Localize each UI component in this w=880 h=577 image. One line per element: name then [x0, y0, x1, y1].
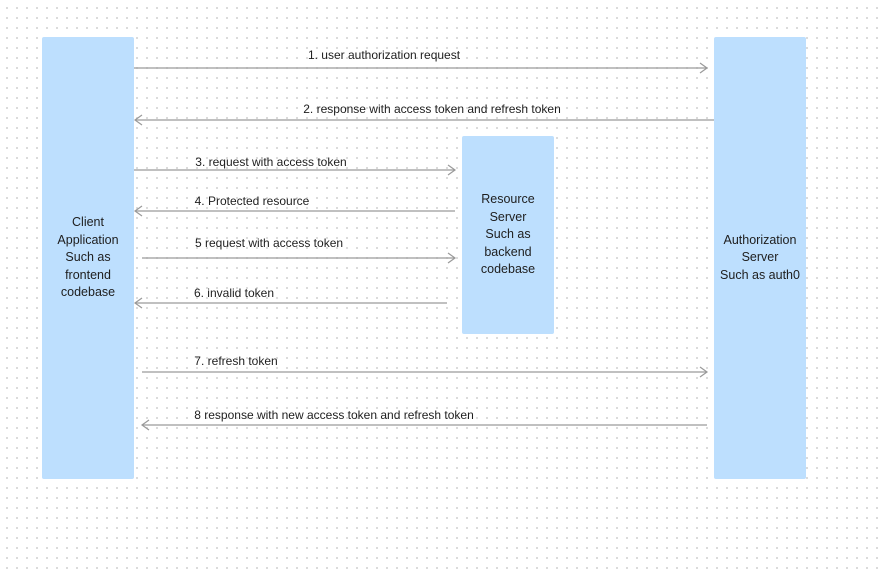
message-label-6: 6. invalid token: [193, 286, 275, 300]
arrow-6-head: [133, 297, 143, 309]
message-label-2: 2. response with access token and refres…: [303, 102, 561, 116]
arrow-2-head: [133, 114, 143, 126]
message-label-7: 7. refresh token: [194, 354, 278, 368]
message-label-3: 3. request with access token: [195, 155, 347, 169]
authorization-server-box: Authorization Server Such as auth0: [714, 37, 806, 479]
authorization-server-label: Authorization Server Such as auth0: [720, 232, 800, 282]
message-label-5: 5 request with access token: [194, 236, 344, 250]
arrow-1-head: [699, 62, 709, 74]
arrow-3-head: [447, 164, 457, 176]
arrow-7-head: [699, 366, 709, 378]
arrow-8-head: [140, 419, 150, 431]
client-application-label: Client Application Such as frontend code…: [57, 215, 119, 300]
resource-server-box: Resource Server Such as backend codebase: [462, 136, 554, 334]
message-label-4: 4. Protected resource: [194, 194, 310, 208]
arrow-4-head: [133, 205, 143, 217]
message-label-1: 1. user authorization request: [307, 48, 461, 62]
client-application-box: Client Application Such as frontend code…: [42, 37, 134, 479]
arrow-5-head: [447, 252, 457, 264]
message-label-8: 8 response with new access token and ref…: [194, 408, 474, 422]
resource-server-label: Resource Server Such as backend codebase: [480, 192, 536, 277]
